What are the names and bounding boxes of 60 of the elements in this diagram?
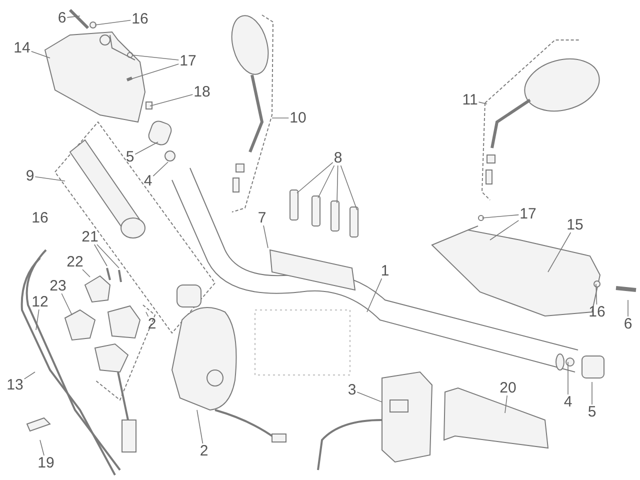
- leader-line: [296, 162, 334, 194]
- callout-number: 5: [586, 404, 598, 420]
- callout-number: 18: [192, 84, 212, 100]
- leader-line: [61, 293, 72, 316]
- leader-line: [548, 232, 572, 272]
- leader-line: [134, 142, 158, 155]
- callout-number: 8: [332, 150, 344, 166]
- leader-line: [336, 165, 338, 204]
- callout-number: 21: [80, 230, 100, 244]
- callout-number: 2: [146, 316, 158, 332]
- leader-line: [263, 225, 268, 248]
- callout-number: 17: [178, 54, 198, 68]
- leader-line: [504, 395, 508, 414]
- callout-number: 3: [346, 382, 358, 398]
- leader-line: [34, 176, 66, 182]
- callout-number: 2: [198, 444, 210, 458]
- leader-line: [94, 20, 132, 26]
- leader-line: [490, 220, 520, 240]
- callout-number: 12: [30, 294, 50, 310]
- callout-number: 6: [56, 10, 68, 26]
- leader-line: [36, 309, 40, 330]
- callout-number: 14: [12, 40, 32, 56]
- leader-line: [196, 410, 204, 444]
- leader-line: [478, 102, 488, 104]
- leader-line: [146, 312, 149, 317]
- callout-number: 9: [24, 168, 36, 184]
- leader-line: [340, 165, 358, 210]
- callout-number: 6: [622, 316, 634, 332]
- leader-line: [356, 392, 382, 402]
- callout-number: 22: [66, 254, 84, 270]
- leader-line: [94, 244, 108, 266]
- leader-line: [150, 94, 194, 106]
- leader-line: [40, 440, 44, 456]
- leader-line: [482, 214, 520, 218]
- leader-line: [66, 16, 80, 18]
- leader-line: [96, 244, 120, 268]
- callout-number: 16: [130, 12, 150, 26]
- callout-number: 1: [380, 264, 390, 278]
- callout-number: 5: [124, 150, 136, 164]
- leader-line: [318, 165, 335, 198]
- leader-line: [152, 162, 168, 176]
- callout-number: 13: [6, 378, 24, 392]
- callout-number: 16: [32, 210, 48, 226]
- callout-number: 19: [36, 456, 56, 470]
- callout-number: 11: [461, 92, 479, 108]
- callout-number: 17: [518, 206, 538, 222]
- callout-number: 10: [288, 110, 308, 126]
- leader-line: [366, 278, 382, 312]
- leader-line: [596, 284, 598, 305]
- callout-number: 4: [562, 394, 574, 410]
- leader-line: [132, 54, 180, 60]
- callout-number: 7: [256, 210, 268, 226]
- callout-number: 4: [142, 174, 154, 188]
- callout-number: 23: [48, 278, 68, 294]
- leader-line: [30, 50, 50, 58]
- callout-number: 20: [498, 380, 518, 396]
- callout-number: 15: [566, 218, 584, 232]
- leader-line: [24, 372, 36, 380]
- callout-number: 16: [588, 304, 606, 320]
- leader-line: [82, 269, 90, 278]
